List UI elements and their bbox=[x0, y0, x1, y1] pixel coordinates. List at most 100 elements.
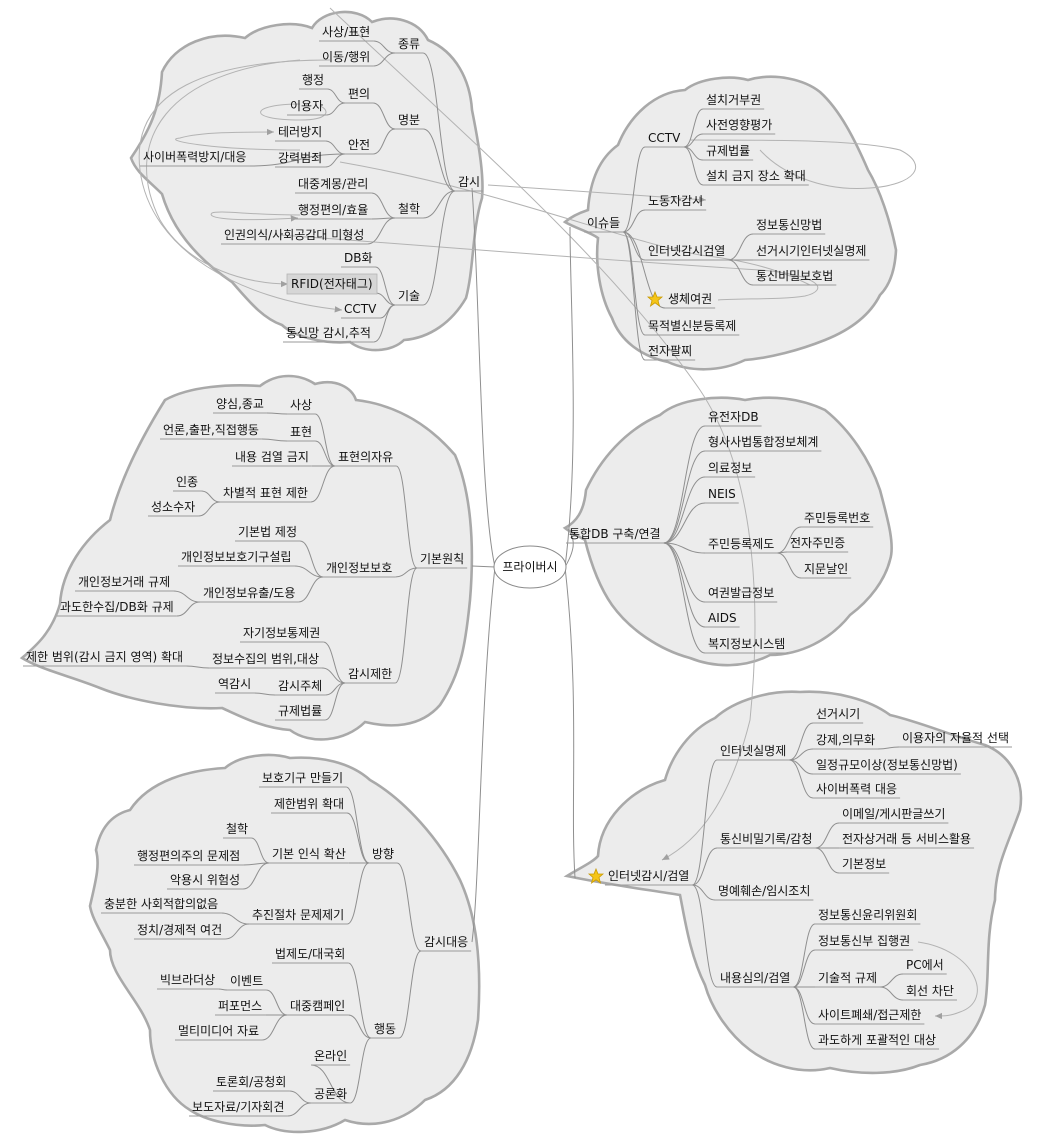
node-impact-assessment[interactable]: 사전영향평가 bbox=[706, 118, 772, 132]
node-mandatory[interactable]: 강제,의무화 bbox=[816, 733, 875, 747]
node-cyber-response[interactable]: 사이버폭력 대응 bbox=[816, 782, 897, 796]
node-direction[interactable]: 방향 bbox=[372, 847, 394, 861]
node-on-pc[interactable]: PC에서 bbox=[906, 958, 944, 972]
node-protection-agency[interactable]: 개인정보보호기구설립 bbox=[181, 550, 291, 564]
node-wiretap[interactable]: 통신비밀기록/감청 bbox=[720, 832, 812, 846]
node-admin-problems[interactable]: 행정편의주의 문제점 bbox=[137, 848, 240, 863]
node-press[interactable]: 언론,출판,직접행동 bbox=[163, 422, 259, 437]
node-expand-limits[interactable]: 제한범위 확대 bbox=[274, 797, 344, 811]
node-human-rights[interactable]: 인권의식/사회공감대 미형성 bbox=[224, 228, 364, 242]
node-legislation[interactable]: 법제도/대국회 bbox=[275, 947, 345, 961]
node-election-period[interactable]: 선거시기 bbox=[816, 707, 860, 721]
node-thought[interactable]: 사상 bbox=[290, 398, 312, 412]
node-data-trade[interactable]: 개인정보거래 규제 bbox=[78, 575, 170, 589]
node-types[interactable]: 종류 bbox=[398, 37, 420, 51]
node-political-conditions[interactable]: 정치/경제적 여건 bbox=[137, 923, 222, 937]
node-db[interactable]: DB화 bbox=[344, 251, 373, 265]
node-site-closure[interactable]: 사이트폐쇄/접근제한 bbox=[818, 1008, 921, 1022]
node-ecommerce[interactable]: 전자상거래 등 서비스활용 bbox=[842, 832, 971, 846]
node-defamation[interactable]: 명예훼손/임시조치 bbox=[718, 884, 810, 898]
node-event[interactable]: 이벤트 bbox=[230, 974, 263, 988]
node-no-consensus[interactable]: 충분한 사회적합의없음 bbox=[104, 897, 218, 911]
node-basic-info[interactable]: 기본정보 bbox=[842, 857, 886, 871]
node-resident-number[interactable]: 주민등록번호 bbox=[804, 511, 870, 525]
node-public-control[interactable]: 대중계몽/관리 bbox=[298, 177, 368, 191]
node-expression[interactable]: 표현 bbox=[290, 425, 312, 439]
node-technology[interactable]: 기술 bbox=[398, 289, 420, 303]
node-convenience[interactable]: 편의 bbox=[348, 87, 370, 101]
node-welfare-system[interactable]: 복지정보시스템 bbox=[708, 637, 785, 651]
node-anti-terror[interactable]: 테러방지 bbox=[278, 125, 322, 139]
node-realname-system[interactable]: 인터넷실명제 bbox=[720, 744, 786, 758]
node-refusal-right[interactable]: 설치거부권 bbox=[706, 93, 761, 107]
node-user[interactable]: 이용자 bbox=[290, 99, 323, 113]
node-aids[interactable]: AIDS bbox=[708, 611, 737, 625]
node-awareness[interactable]: 기본 인식 확산 bbox=[272, 847, 346, 861]
node-free-expression[interactable]: 표현의자유 bbox=[338, 450, 393, 464]
node-philosophy-2[interactable]: 철학 bbox=[226, 822, 248, 836]
node-passport-info[interactable]: 여권발급정보 bbox=[708, 586, 774, 600]
node-overbroad[interactable]: 과도하게 포괄적인 대상 bbox=[818, 1033, 936, 1047]
node-cctv-regulation[interactable]: 규제법률 bbox=[706, 144, 750, 158]
node-administration[interactable]: 행정 bbox=[302, 72, 324, 87]
node-network-act[interactable]: 정보통신망법 bbox=[756, 218, 822, 232]
node-multimedia[interactable]: 멀티미디어 자료 bbox=[178, 1024, 259, 1038]
node-hate-speech[interactable]: 차별적 표현 제한 bbox=[223, 486, 308, 500]
node-user-choice[interactable]: 이용자의 자율적 선택 bbox=[902, 731, 1009, 745]
node-safety[interactable]: 안전 bbox=[348, 138, 370, 152]
node-rfid[interactable]: RFID(전자태그) bbox=[291, 277, 373, 291]
node-fingerprint[interactable]: 지문날인 bbox=[804, 562, 848, 576]
topic-internet[interactable]: 인터넷감시/검열 bbox=[608, 869, 689, 883]
node-ideology-expression[interactable]: 사상/표현 bbox=[322, 25, 370, 39]
node-internet-censorship-issue[interactable]: 인터넷감시검열 bbox=[648, 244, 725, 258]
node-electronic-anklet[interactable]: 전자팔찌 bbox=[648, 344, 692, 358]
node-regulation-law[interactable]: 규제법률 bbox=[278, 704, 322, 718]
topic-response[interactable]: 감시대응 bbox=[424, 935, 468, 949]
node-collection-scope[interactable]: 정보수집의 범위,대상 bbox=[212, 652, 319, 666]
node-no-install-zones[interactable]: 설치 금지 장소 확대 bbox=[706, 169, 806, 183]
node-admin-efficiency[interactable]: 행정편의/효율 bbox=[298, 202, 368, 217]
node-big-brother[interactable]: 빅브라더상 bbox=[160, 973, 215, 987]
topic-principles[interactable]: 기본원칙 bbox=[420, 552, 464, 566]
node-cyber-violence[interactable]: 사이버폭력방지/대응 bbox=[143, 150, 246, 164]
node-criminal-justice[interactable]: 형사사법통합정보체계 bbox=[708, 435, 818, 449]
node-cctv-tech[interactable]: CCTV bbox=[344, 302, 377, 316]
node-scale-threshold[interactable]: 일정규모이상(정보통신망법) bbox=[816, 758, 958, 772]
node-race[interactable]: 인종 bbox=[176, 475, 198, 489]
node-network-monitoring[interactable]: 통신망 감시,추적 bbox=[286, 326, 371, 340]
node-sexual-minority[interactable]: 성소수자 bbox=[151, 500, 195, 514]
node-excessive-collection[interactable]: 과도한수집/DB화 규제 bbox=[60, 600, 174, 614]
node-performance[interactable]: 퍼포먼스 bbox=[218, 999, 262, 1013]
node-email-posting[interactable]: 이메일/게시판글쓰기 bbox=[842, 807, 945, 821]
node-cctv-issue[interactable]: CCTV bbox=[648, 131, 681, 145]
node-counter-surveillance[interactable]: 역감시 bbox=[218, 677, 251, 691]
node-dna-db[interactable]: 유전자DB bbox=[708, 410, 759, 424]
node-online[interactable]: 온라인 bbox=[314, 1049, 347, 1063]
node-ministry-power[interactable]: 정보통신부 집행권 bbox=[818, 933, 910, 948]
node-comm-secrecy-act[interactable]: 통신비밀보호법 bbox=[756, 269, 833, 283]
node-procedure-issue[interactable]: 추진절차 문제제기 bbox=[252, 908, 344, 922]
node-line-blocking[interactable]: 회선 차단 bbox=[906, 984, 954, 998]
node-public-campaign[interactable]: 대중캠페인 bbox=[290, 999, 345, 1013]
node-self-control[interactable]: 자기정보통제권 bbox=[243, 626, 320, 640]
node-ethics-committee[interactable]: 정보통신윤리위원회 bbox=[818, 908, 917, 922]
node-privacy-protection[interactable]: 개인정보보호 bbox=[326, 561, 392, 575]
node-data-leak[interactable]: 개인정보유출/도용 bbox=[203, 586, 295, 600]
node-movement-behavior[interactable]: 이동/행위 bbox=[322, 49, 370, 64]
node-press-release[interactable]: 보도자료/기자회견 bbox=[192, 1100, 284, 1114]
node-publicize[interactable]: 공론화 bbox=[314, 1087, 347, 1101]
node-electronic-id[interactable]: 전자주민증 bbox=[790, 536, 845, 550]
node-neis[interactable]: NEIS bbox=[708, 487, 736, 501]
node-registration-system[interactable]: 목적별신분등록제 bbox=[648, 319, 736, 333]
node-surveillance-limit[interactable]: 감시제한 bbox=[348, 667, 392, 681]
node-build-agency[interactable]: 보호기구 만들기 bbox=[262, 771, 343, 785]
node-action[interactable]: 행동 bbox=[374, 1021, 396, 1036]
node-tech-regulation[interactable]: 기술적 규제 bbox=[818, 971, 877, 985]
node-basic-law[interactable]: 기본법 제정 bbox=[238, 525, 297, 539]
node-philosophy[interactable]: 철학 bbox=[398, 202, 420, 216]
node-no-censorship[interactable]: 내용 검열 금지 bbox=[235, 450, 309, 464]
node-labor-surveillance[interactable]: 노동자감시 bbox=[648, 194, 703, 208]
topic-issues[interactable]: 이슈들 bbox=[587, 216, 620, 230]
node-justification[interactable]: 명분 bbox=[398, 113, 420, 127]
node-violent-crime[interactable]: 강력범죄 bbox=[278, 151, 322, 165]
